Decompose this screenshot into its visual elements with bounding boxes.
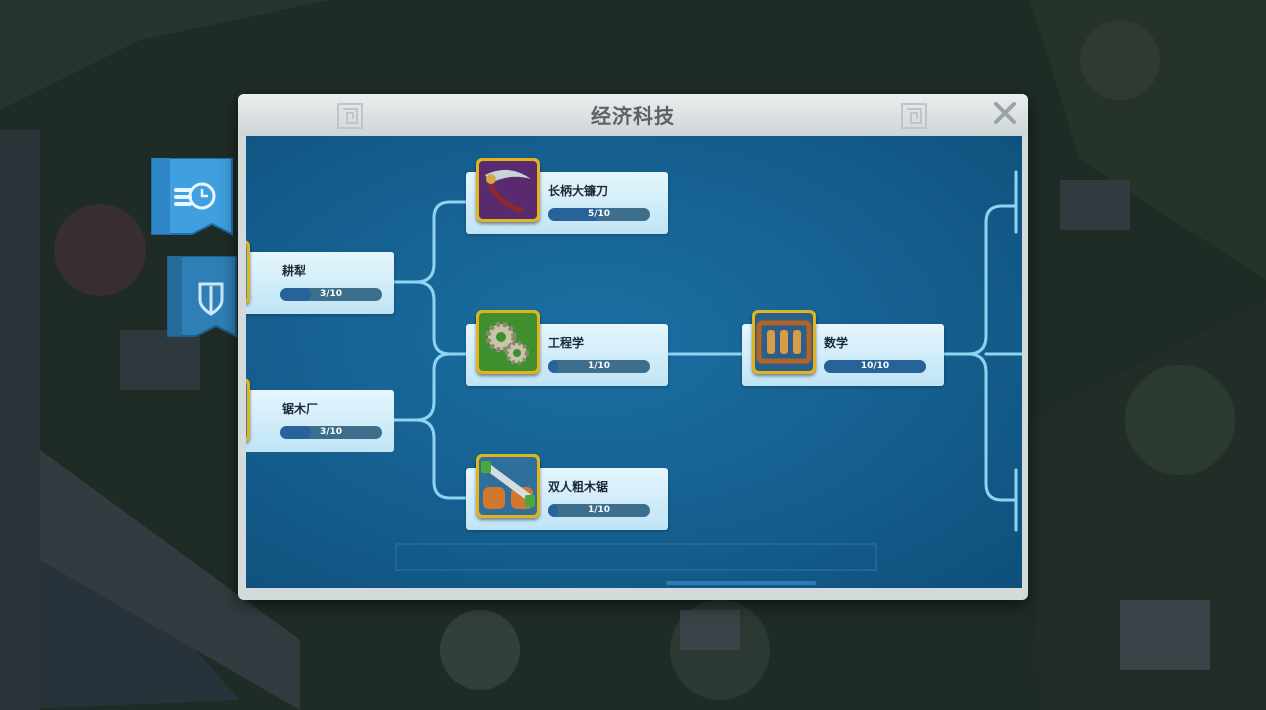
progress-bar: 1/10 xyxy=(548,504,650,517)
tech-name: 锯木厂 xyxy=(282,402,319,416)
plow-icon xyxy=(246,240,250,304)
tech-panel: 经济科技 xyxy=(238,94,1028,600)
coin-stack-clock-icon xyxy=(174,182,216,210)
tech-name: 长柄大镰刀 xyxy=(548,184,609,198)
scythe-icon xyxy=(476,158,540,222)
gears-icon xyxy=(476,310,540,374)
close-icon[interactable] xyxy=(990,98,1020,128)
progress-fill xyxy=(548,208,599,221)
progress-fill xyxy=(824,360,926,373)
saw-icon xyxy=(476,454,540,518)
tech-card-two-man-saw[interactable]: 双人粗木锯 1/10 xyxy=(466,454,668,530)
panel-header: 经济科技 xyxy=(238,94,1028,136)
tech-card-sawmill[interactable]: 锯木厂 3/10 xyxy=(246,378,394,452)
progress-bar: 1/10 xyxy=(548,360,650,373)
meander-ornament-icon xyxy=(337,103,363,129)
tech-name: 工程学 xyxy=(548,336,585,350)
progress-fill xyxy=(548,504,559,517)
progress-fill xyxy=(548,360,559,373)
tab-economy[interactable] xyxy=(150,157,234,240)
tech-card-plow-content: 耕犁 3/10 xyxy=(246,240,394,314)
progress-bar: 10/10 xyxy=(824,360,926,373)
progress-fill xyxy=(280,288,311,301)
shield-icon xyxy=(198,282,224,316)
progress-fill xyxy=(280,426,311,439)
wood-log-icon xyxy=(246,378,250,442)
panel-title: 经济科技 xyxy=(591,104,675,128)
progress-text: 1/10 xyxy=(587,505,611,515)
progress-bar: 3/10 xyxy=(280,426,382,439)
tech-card-engineering[interactable]: 工程学 1/10 xyxy=(466,310,668,386)
tab-military[interactable] xyxy=(166,255,250,338)
progress-bar: 5/10 xyxy=(548,208,650,221)
progress-text: 1/10 xyxy=(587,361,611,371)
progress-text: 3/10 xyxy=(319,289,343,299)
tech-name: 耕犁 xyxy=(282,264,307,278)
tree-connectors xyxy=(392,170,1022,585)
abacus-icon xyxy=(752,310,816,374)
meander-ornament-icon xyxy=(901,103,927,129)
tech-card-math[interactable]: 数学 10/10 xyxy=(742,310,944,386)
tech-card-scythe[interactable]: 长柄大镰刀 5/10 xyxy=(466,158,668,234)
tech-tree[interactable]: 耕犁 3/10 锯木厂 3/10 xyxy=(246,136,1022,588)
progress-text: 5/10 xyxy=(587,209,611,219)
tech-name: 数学 xyxy=(824,336,849,350)
progress-bar: 3/10 xyxy=(280,288,382,301)
progress-text: 10/10 xyxy=(860,361,890,371)
progress-text: 3/10 xyxy=(319,427,343,437)
tech-name: 双人粗木锯 xyxy=(548,480,609,494)
